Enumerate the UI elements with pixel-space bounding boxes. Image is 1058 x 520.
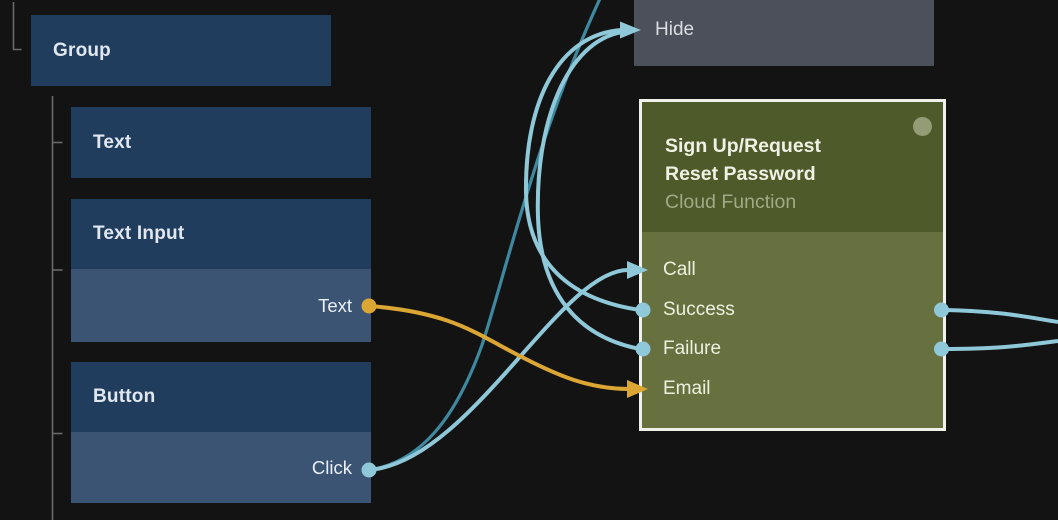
port-label-failure[interactable]: Failure [663,338,722,359]
status-dot-icon [913,117,932,136]
port-dot-success-right[interactable] [934,302,949,318]
arrowhead-call-input[interactable] [627,261,648,279]
function-node-header[interactable]: Sign Up/Request Reset Password Cloud Fun… [642,102,943,232]
node-text-input-title: Text Input [93,223,185,244]
wire-failure-to-offscreen-right[interactable] [941,339,1058,351]
port-dot-success-left[interactable] [635,302,651,318]
function-node-subtitle: Cloud Function [665,191,797,213]
node-sign-up-request-reset-password[interactable]: Sign Up/Request Reset Password Cloud Fun… [639,99,946,431]
function-node-title-line2: Reset Password [665,163,816,185]
port-label-success[interactable]: Success [663,299,735,320]
node-button-title: Button [93,386,156,407]
node-text-input-body: Text [71,269,371,342]
wire-success-to-hide[interactable] [523,28,641,312]
function-node-title-line1: Sign Up/Request [665,135,822,157]
port-dot-failure-left[interactable] [635,341,651,357]
port-label-text: Text [318,294,352,316]
arrowhead-hide-input[interactable] [620,21,641,39]
node-group-title: Group [53,39,111,61]
port-dot-failure-right[interactable] [934,341,949,357]
tree-line-group [12,2,22,51]
wire-failure-to-hide[interactable] [535,30,641,351]
port-label-click: Click [311,456,352,478]
port-dot-text-output[interactable] [361,298,377,314]
port-label-email[interactable]: Email [663,378,711,399]
node-text-title: Text [93,131,132,153]
node-hide[interactable]: Hide [634,0,934,66]
node-text-input[interactable]: Text Input Text [71,199,371,342]
node-button-header[interactable]: Button [71,362,371,432]
port-label-hide: Hide [655,19,695,40]
arrowhead-email-input[interactable] [627,380,648,398]
wire-success-to-offscreen-right[interactable] [941,308,1058,324]
port-label-call[interactable]: Call [663,259,696,280]
node-button-body: Click [71,432,371,503]
port-dot-click-output[interactable] [361,462,377,478]
wire-click-to-offscreen-top[interactable] [368,0,604,472]
wire-click-to-call[interactable] [368,268,629,472]
node-text-input-header[interactable]: Text Input [71,199,371,269]
node-button[interactable]: Button Click [71,362,371,503]
node-group[interactable]: Group [31,15,331,86]
node-text[interactable]: Text [71,107,371,178]
wire-text-to-email[interactable] [368,304,630,391]
